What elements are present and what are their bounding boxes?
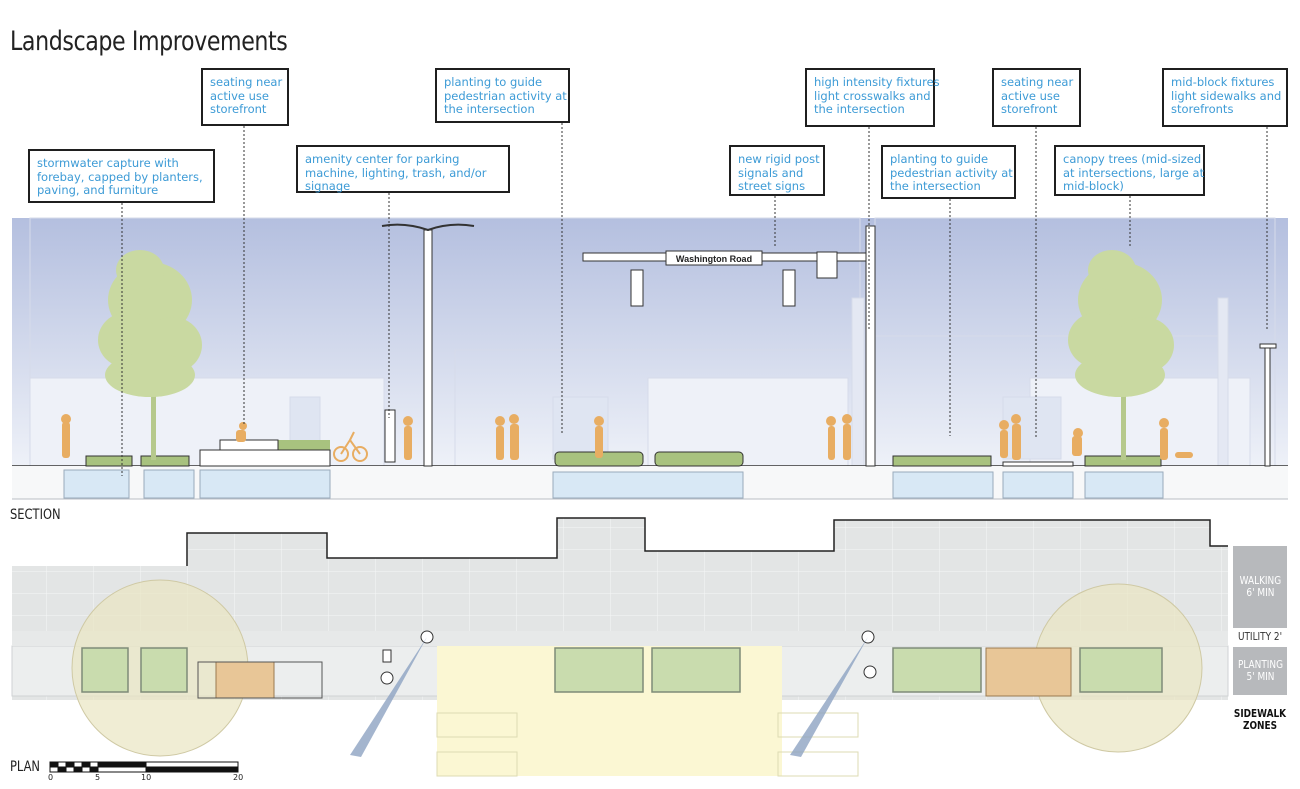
section-label: SECTION: [10, 507, 61, 523]
street-light-left: [381, 223, 475, 467]
plan-view: [11, 517, 1229, 777]
callout-stormwater: stormwater capture with forebay, capped …: [28, 149, 215, 203]
callout-seating-right: seating near active use storefront: [992, 68, 1081, 127]
seating-bench: [199, 439, 1074, 467]
signal-mast: [582, 225, 876, 467]
section-planters: [85, 440, 1162, 467]
planting-zone: PLANTING 5' MIN: [1233, 647, 1287, 695]
canopy-tree-left: [98, 250, 202, 460]
leader-lines: [121, 123, 1268, 476]
section-ground: [12, 465, 1288, 500]
callout-seating-left: seating near active use storefront: [201, 68, 289, 126]
page-title: Landscape Improvements: [10, 26, 288, 57]
callout-amenity-center: amenity center for parking machine, ligh…: [296, 145, 510, 193]
scale-label: 10: [141, 773, 152, 782]
scale-label: 5: [95, 773, 101, 782]
scale-bar: [49, 761, 239, 773]
callout-high-intensity: high intensity fixtures light crosswalks…: [805, 68, 940, 127]
plan-label: PLAN: [10, 759, 41, 775]
canopy-tree-right: [1068, 250, 1174, 460]
mid-block-light: [1259, 343, 1277, 467]
seating-plan: [215, 647, 1072, 699]
cyclist: [333, 431, 368, 462]
scale-label: 0: [48, 773, 54, 782]
callout-canopy-trees: canopy trees (mid-sized at intersections…: [1054, 145, 1205, 196]
pedestrians: [61, 414, 1193, 460]
utility-zone-label: UTILITY 2': [1237, 631, 1283, 643]
street-sign-text: Washington Road: [676, 254, 752, 264]
sidewalk-zones-label: SIDEWALK ZONES: [1233, 708, 1287, 732]
scale-label: 20: [233, 773, 244, 782]
callout-planting-right: planting to guide pedestrian activity at…: [881, 145, 1016, 199]
walking-zone: WALKING 6' MIN: [1233, 546, 1287, 628]
callout-mid-block: mid-block fixtures light sidewalks and s…: [1162, 68, 1288, 127]
callout-rigid-post: new rigid post signals and street signs: [729, 145, 825, 196]
callout-planting-left: planting to guide pedestrian activity at…: [435, 68, 570, 123]
